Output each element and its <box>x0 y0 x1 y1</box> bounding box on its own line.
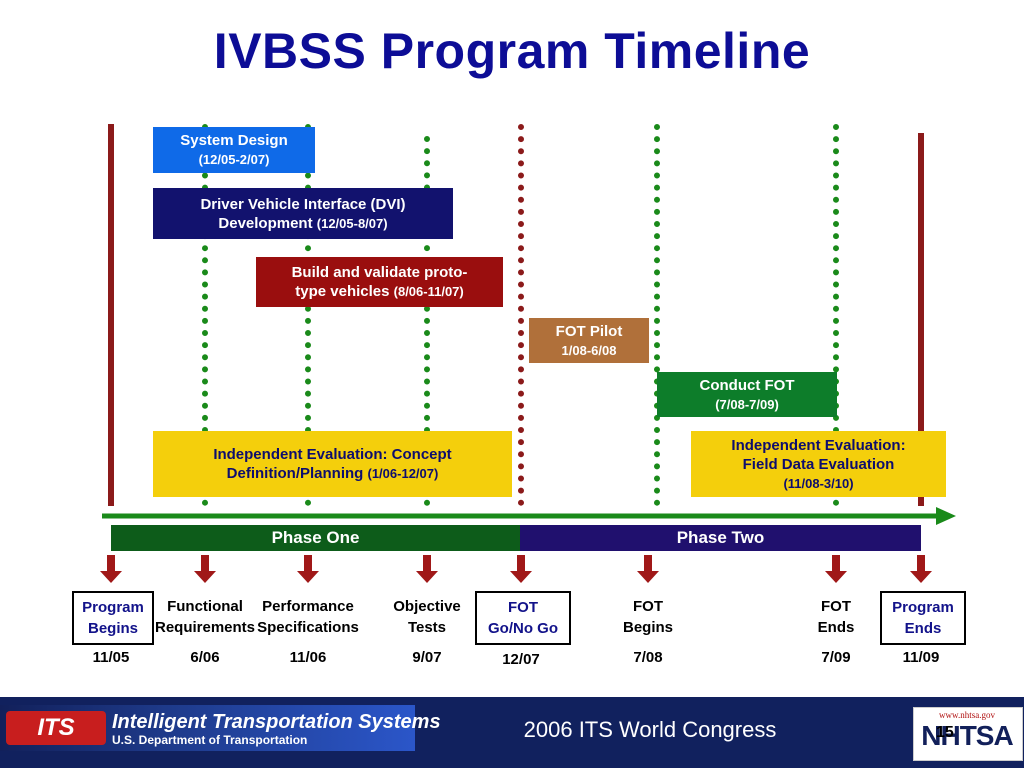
milestone-label-line1: Functional <box>167 598 243 615</box>
milestone-arrow-head <box>637 571 659 583</box>
milestone-date: 11/05 <box>92 649 130 666</box>
phase-two-bar: Phase Two <box>520 525 921 551</box>
footer-congress-text: 2006 ITS World Congress <box>523 717 777 742</box>
nhtsa-url: www.nhtsa.gov <box>939 710 995 720</box>
milestone-label-line2: Tests <box>407 619 447 636</box>
timeline-arrow <box>102 507 956 525</box>
prototype-title-2: type vehicles <box>295 283 390 300</box>
milestone-label: FOT Go/No Go <box>475 591 571 645</box>
fot-pilot-dates: 1/08-6/08 <box>561 342 617 358</box>
system-design-title: System Design <box>180 132 288 149</box>
fot-pilot-title: FOT Pilot <box>555 322 623 340</box>
milestone-date: 11/09 <box>902 649 940 666</box>
dvi-title: Driver Vehicle Interface (DVI) <box>200 195 406 213</box>
milestone-arrow-head <box>194 571 216 583</box>
eval-concept-dates: (1/06-12/07) <box>367 466 439 481</box>
conduct-fot-dates: (7/08-7/09) <box>715 396 779 412</box>
fot-go-no-go-line <box>518 124 524 506</box>
fot-begins-line <box>654 124 660 506</box>
its-logo-mark: ITS <box>6 711 106 745</box>
prototype-vehicles-box: Build and validate proto- type vehicles … <box>256 257 503 307</box>
system-design-box: System Design (12/05-2/07) <box>153 127 315 173</box>
milestone-date: 7/08 <box>633 649 663 666</box>
milestone-arrow-stem <box>107 555 115 571</box>
program-begins-line <box>108 124 114 506</box>
dvi-dates: (12/05-8/07) <box>316 215 388 231</box>
milestone-arrow-head <box>510 571 532 583</box>
dvi-development-box: Driver Vehicle Interface (DVI) Developme… <box>153 188 453 239</box>
eval-field-title-2: Field Data Evaluation <box>742 455 895 473</box>
milestone-label-line1: Program <box>82 599 144 616</box>
prototype-title: Build and validate proto- <box>291 264 468 281</box>
functional-requirements-line <box>202 124 208 506</box>
milestone-arrow-stem <box>644 555 652 571</box>
objective-tests-line <box>424 136 430 506</box>
milestone-arrow-stem <box>832 555 840 571</box>
milestone-label-line1: Performance <box>262 598 354 615</box>
milestone-label-line1: FOT <box>821 598 851 615</box>
fot-pilot-box: FOT Pilot 1/08-6/08 <box>529 318 649 363</box>
milestone-arrow-head <box>416 571 438 583</box>
milestone-label-line2: Specifications <box>257 619 359 636</box>
phase-one-bar: Phase One <box>111 525 520 551</box>
system-design-dates: (12/05-2/07) <box>198 152 270 167</box>
milestone-date: 11/06 <box>289 649 327 666</box>
conduct-fot-title: Conduct FOT <box>699 376 795 394</box>
milestone-label: FOT Begins <box>608 596 688 638</box>
milestone-date: 6/06 <box>190 649 220 666</box>
page-title: IVBSS Program Timeline <box>213 23 811 79</box>
milestone-date: 7/09 <box>821 649 851 666</box>
milestone-label-line2: Ends <box>904 620 942 637</box>
milestone-arrow-head <box>825 571 847 583</box>
milestone-date: 12/07 <box>502 651 540 668</box>
milestone-label-line1: Program <box>892 599 954 616</box>
milestone-label-line1: FOT <box>508 599 538 616</box>
milestone-label-line2: Begins <box>622 619 673 636</box>
phase-two-label: Phase Two <box>676 528 765 547</box>
its-logo-dept: U.S. Department of Transportation <box>112 733 308 747</box>
milestone-arrow-stem <box>201 555 209 571</box>
milestone-arrow-head <box>910 571 932 583</box>
its-logo-name: Intelligent Transportation Systems <box>112 711 441 733</box>
conduct-fot-box: Conduct FOT (7/08-7/09) <box>657 372 837 417</box>
eval-concept-box: Independent Evaluation: Concept Definiti… <box>153 431 512 497</box>
milestone-arrow-stem <box>304 555 312 571</box>
nhtsa-logo <box>913 707 1023 761</box>
prototype-dates: (8/06-11/07) <box>393 284 464 299</box>
program-ends-line <box>918 133 924 506</box>
performance-specs-line <box>305 124 311 506</box>
dvi-title-2: Development <box>218 214 313 232</box>
fot-ends-line <box>833 124 839 506</box>
eval-field-dates: (11/08-3/10) <box>783 475 854 491</box>
page-number: 15 <box>936 724 954 741</box>
milestone-arrow-head <box>100 571 122 583</box>
milestone-label-line2: Requirements <box>154 619 256 636</box>
eval-concept-title-2: Definition/Planning <box>226 465 364 482</box>
milestone-label-line1: Objective <box>393 598 461 615</box>
milestone-label-line2: Go/No Go <box>488 620 558 637</box>
milestone-arrow-stem <box>423 555 431 571</box>
nhtsa-wordmark: NHTSA <box>921 720 1013 751</box>
eval-field-box: Independent Evaluation: Field Data Evalu… <box>691 431 946 497</box>
eval-concept-title: Independent Evaluation: Concept <box>213 446 452 463</box>
milestone-label: FOT Ends <box>801 596 871 638</box>
milestone-arrow-stem <box>517 555 525 571</box>
milestone-date: 9/07 <box>412 649 442 666</box>
milestone-label-line2: Ends <box>817 619 855 636</box>
milestone-label-line1: FOT <box>633 598 663 615</box>
milestone-label-line2: Begins <box>87 620 138 637</box>
milestone-arrow-stem <box>917 555 925 571</box>
phase-one-label: Phase One <box>271 528 360 547</box>
milestone-arrow-head <box>297 571 319 583</box>
eval-field-title: Independent Evaluation: <box>731 436 906 454</box>
